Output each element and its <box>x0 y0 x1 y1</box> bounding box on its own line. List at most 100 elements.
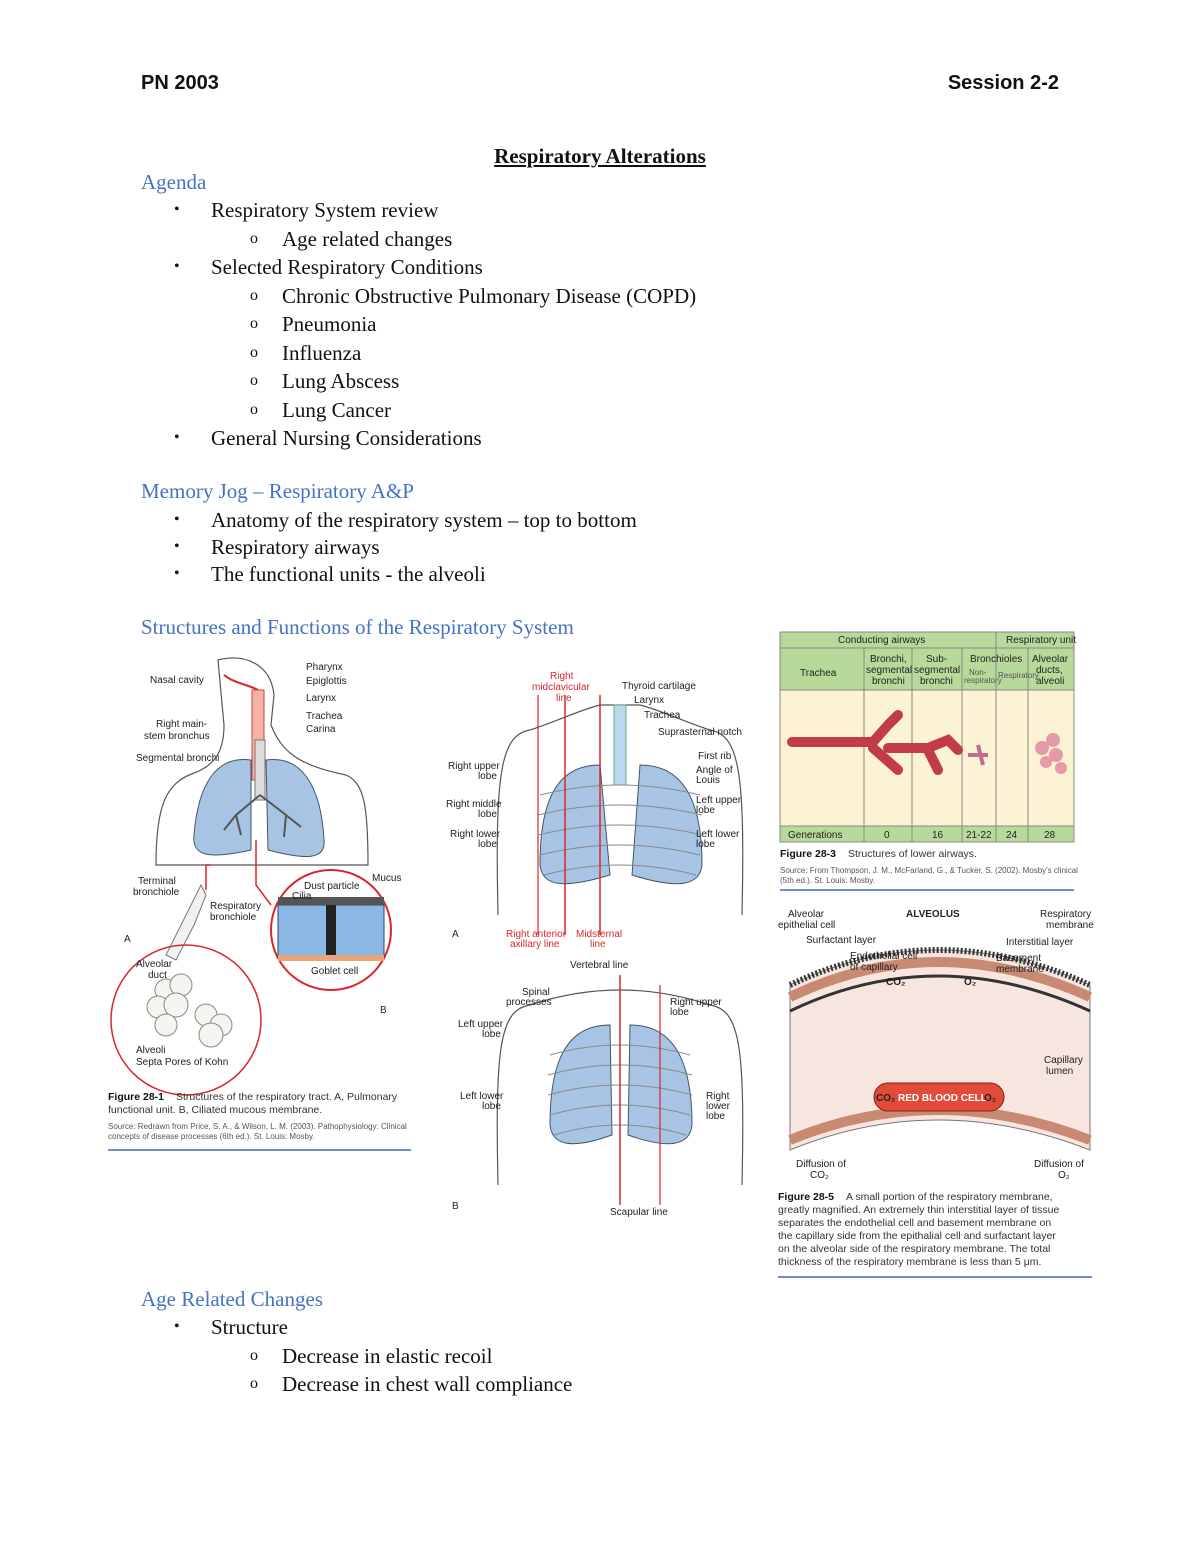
generation-0: 0 <box>884 830 890 841</box>
sub-bullet: o <box>250 400 258 418</box>
list-item: •Anatomy of the respiratory system – top… <box>0 506 1200 533</box>
bullet: • <box>174 258 180 275</box>
label-larynx-2: Larynx <box>634 695 664 706</box>
sub-bullet: o <box>250 286 258 304</box>
label-bronchi-2: segmental <box>866 665 912 676</box>
label-capillary: Capillary <box>1044 1055 1083 1066</box>
surfactant-layer <box>788 947 1092 988</box>
label-bronchi-3: bronchi <box>872 676 905 687</box>
label-line-2: line <box>590 939 606 950</box>
memory-list: • Anatomy of the respiratory system – top… <box>0 506 1200 587</box>
connector-line <box>205 864 211 890</box>
list-item-text: General Nursing Considerations <box>211 426 482 450</box>
sub-bullet: o <box>250 315 258 332</box>
bronchial-tree <box>223 794 302 838</box>
alveolar-sacs <box>1035 733 1067 774</box>
epithelial-layer <box>787 957 1093 1002</box>
label-stem-bronchus: stem bronchus <box>144 731 210 742</box>
label-rbc-co2: CO₂ <box>876 1093 895 1104</box>
sub-list-item-text: Lung Cancer <box>282 397 392 422</box>
label-dust-particle: Dust particle <box>304 881 360 892</box>
label-trachea-2: Trachea <box>644 710 681 721</box>
label-diff-co2-1: Diffusion of <box>796 1159 846 1170</box>
label-a: A <box>124 934 131 945</box>
label-respiratory-unit: Respiratory unit <box>1006 635 1076 646</box>
label-first-rib: First rib <box>698 751 732 762</box>
left-lung <box>265 758 325 858</box>
label-duct: duct <box>148 970 167 981</box>
label-trachea-3: Trachea <box>800 668 837 679</box>
label-bronchiole: bronchiole <box>133 887 180 898</box>
sub-bullet: o <box>250 1346 258 1364</box>
label-lobe-4: lobe <box>478 839 497 850</box>
ciliated-cells <box>277 897 385 961</box>
list-item: •General Nursing Considerations <box>0 424 1200 453</box>
list-item-text: Respiratory airways <box>211 535 380 559</box>
label-generations: Generations <box>788 830 842 841</box>
label-b-left-upper: Left upper <box>458 1019 504 1030</box>
label-midsternal: Midsternal <box>576 929 622 940</box>
label-lumen: lumen <box>1046 1066 1073 1077</box>
label-a-2: A <box>452 929 459 940</box>
label-left-lower: Left lower <box>696 829 740 840</box>
fig4-caption-4: the capillary side from the epithalial c… <box>778 1230 1056 1242</box>
airway-tree-large <box>787 710 963 775</box>
label-diff-o2-2: O₂ <box>1058 1170 1070 1181</box>
sub-list-item-text: Influenza <box>282 340 362 365</box>
label-nasal-cavity: Nasal cavity <box>150 675 204 686</box>
list-item-text: Respiratory System review <box>211 198 439 222</box>
list-item: •Selected Respiratory Conditions <box>0 253 1200 282</box>
list-item-text: Structure <box>211 1315 288 1339</box>
list-item-text: Anatomy of the respiratory system – top … <box>211 508 637 532</box>
label-right-middle: Right middle <box>446 799 502 810</box>
torso-outline <box>155 657 369 866</box>
generation-28: 28 <box>1044 830 1056 841</box>
sub-list-item-text: Lung Abscess <box>282 369 400 393</box>
basement-membrane-line <box>789 974 1091 1013</box>
alveoli-cluster <box>146 973 233 1048</box>
fig4-caption-5: on the alveolar side of the respiratory … <box>778 1243 1050 1255</box>
bullet: • <box>174 565 180 582</box>
sub-list-item-text: Decrease in elastic recoil <box>282 1343 493 1368</box>
generation-21-22: 21-22 <box>966 830 992 841</box>
label-larynx: Larynx <box>306 693 336 704</box>
bullet: • <box>174 1318 180 1335</box>
label-segmental-bronchi: Segmental bronchi <box>136 753 219 764</box>
label-b-lower: lower <box>706 1101 731 1112</box>
label-bronchi-1: Bronchi, <box>870 654 907 665</box>
figure-respiratory-membrane: Alveolar epithelial cell ALVEOLUS Respir… <box>778 909 1094 1278</box>
label-basement-membrane: membrane <box>996 964 1044 975</box>
list-item: •The functional units - the alveoli <box>0 560 1200 587</box>
label-alveolar-3: alveoli <box>1036 676 1064 687</box>
label-right-main: Right main- <box>156 719 207 730</box>
trachea-anterior <box>613 704 627 786</box>
label-co2: CO₂ <box>886 977 905 988</box>
label-cilia: Cilia <box>292 891 312 902</box>
fig1-caption-1: Structures of the respiratory tract. A, … <box>176 1091 398 1103</box>
label-mucus: Mucus <box>372 873 401 884</box>
alveoli-zoom-circle <box>110 944 262 1096</box>
label-sub-1: Sub- <box>926 654 947 665</box>
right-lung <box>193 758 252 856</box>
label-terminal: Terminal <box>138 876 176 887</box>
connector-line-2 <box>255 840 272 906</box>
label-nonresp-2: respiratory <box>964 676 1002 685</box>
label-endothelial: Endothelial cell <box>850 951 917 962</box>
label-right-lower: Right lower <box>450 829 501 840</box>
label-interstitial: Interstitial layer <box>1006 937 1074 948</box>
capillary-region <box>789 949 1091 1151</box>
bullet: • <box>174 538 180 555</box>
label-respiratory-bronchiole: bronchiole <box>210 912 257 923</box>
label-alveolus: ALVEOLUS <box>906 909 960 920</box>
sub-list-item: o Decrease in elastic recoil <box>0 1342 1200 1371</box>
memory-heading: Memory Jog – Respiratory A&P <box>141 479 414 503</box>
label-septa: Septa Pores of Kohn <box>136 1057 228 1068</box>
fig4-number: Figure 28-5 <box>778 1191 834 1203</box>
label-processes: processes <box>506 997 552 1008</box>
fig3-source-1: Source: From Thompson, J. M., McFarland,… <box>780 866 1078 875</box>
